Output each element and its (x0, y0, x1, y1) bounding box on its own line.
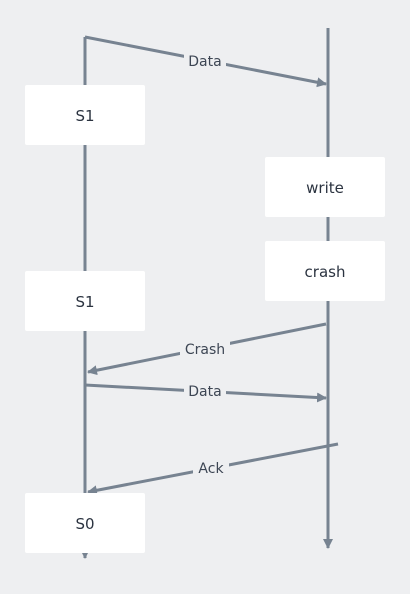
svg-text:Ack: Ack (198, 461, 224, 477)
svg-text:S0: S0 (75, 515, 94, 533)
ack-message-label: Ack (193, 458, 229, 478)
svg-text:S1: S1 (75, 107, 94, 125)
crash-message-label: Crash (180, 339, 230, 359)
svg-text:write: write (306, 179, 344, 197)
data-message-2-label: Data (184, 381, 226, 401)
svg-text:crash: crash (305, 263, 346, 281)
data-message-1-label: Data (184, 51, 226, 71)
state-box-write: write (265, 157, 385, 217)
state-box-s0: S0 (25, 493, 145, 553)
svg-text:Data: Data (188, 54, 221, 70)
state-box-s1-second: S1 (25, 271, 145, 331)
svg-text:Data: Data (188, 384, 221, 400)
svg-text:S1: S1 (75, 293, 94, 311)
state-box-crash: crash (265, 241, 385, 301)
svg-text:Crash: Crash (185, 342, 225, 358)
state-box-s1-first: S1 (25, 85, 145, 145)
